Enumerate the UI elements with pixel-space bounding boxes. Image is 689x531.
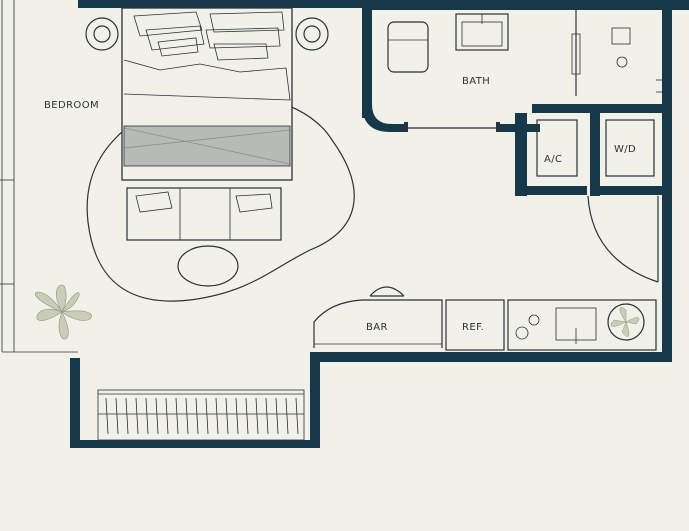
sink-kitchen-icon — [555, 307, 597, 344]
shower-icon — [571, 10, 662, 96]
rug-icon — [86, 92, 355, 302]
bath-door — [404, 122, 500, 132]
stool-icon — [369, 286, 405, 297]
toilet-icon — [387, 21, 429, 73]
hanger-mark — [185, 397, 189, 435]
hanger-mark — [215, 397, 219, 435]
left-window — [0, 0, 78, 353]
hanger-mark — [115, 397, 119, 435]
closet — [97, 389, 305, 441]
cooktop-icon — [515, 314, 540, 340]
hanger-mark — [175, 397, 179, 435]
sofa-icon — [126, 187, 282, 241]
bedroom-label: BEDROOM — [44, 100, 99, 111]
hanger-mark — [135, 397, 139, 435]
hanger-mark — [245, 397, 249, 435]
hanger-mark — [235, 397, 239, 435]
wd-label: W/D — [614, 144, 636, 155]
ac-unit — [536, 119, 578, 177]
fan-icon — [607, 303, 645, 341]
hanger-mark — [295, 397, 299, 435]
ottoman-icon — [177, 245, 239, 287]
entry-door — [587, 195, 659, 283]
hanger-mark — [195, 397, 199, 435]
hanger-mark — [285, 397, 289, 435]
wd-unit — [605, 119, 655, 177]
hanger-mark — [275, 397, 279, 435]
bar-label: BAR — [366, 322, 388, 333]
hanger-mark — [165, 397, 169, 435]
hanger-mark — [105, 397, 109, 435]
hanger-mark — [125, 397, 129, 435]
bed-icon — [121, 7, 293, 181]
bath-label: BATH — [462, 76, 490, 87]
sink-icon — [455, 13, 509, 51]
hanger-mark — [145, 397, 149, 435]
refrigerator — [445, 299, 505, 351]
bar-counter — [313, 299, 443, 348]
plant-icon — [34, 284, 92, 340]
walls — [70, 0, 689, 448]
lamp-icon — [85, 17, 329, 51]
kitchen-counter — [507, 299, 657, 351]
hanger-mark — [255, 397, 259, 435]
hanger-mark — [205, 397, 209, 435]
hanger-mark — [225, 397, 229, 435]
hanger-mark — [265, 397, 269, 435]
hanger-mark — [155, 397, 159, 435]
ref-label: REF. — [462, 322, 484, 333]
ac-label: A/C — [544, 154, 562, 165]
